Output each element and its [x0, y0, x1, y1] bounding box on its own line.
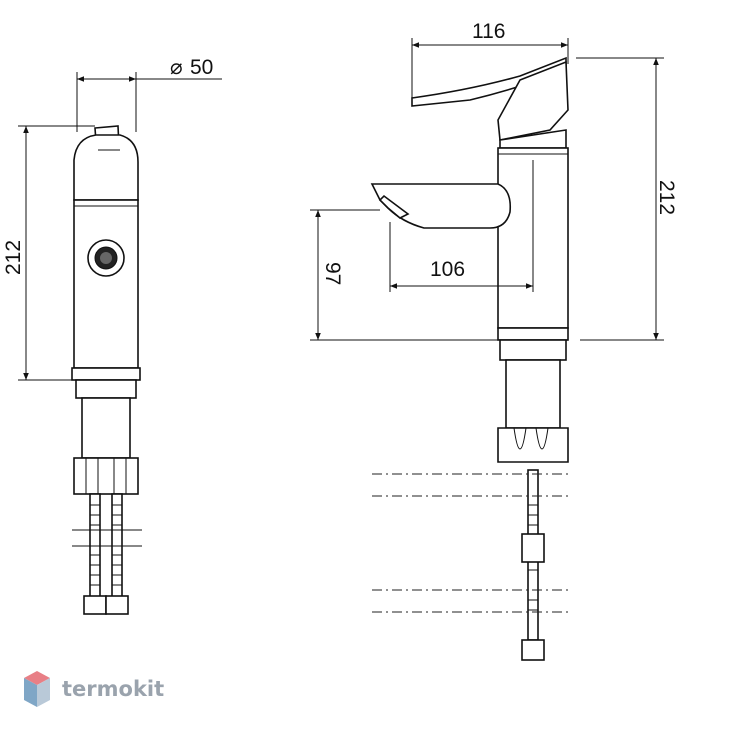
- spout-reach-label: 106: [430, 258, 465, 281]
- diameter-label: 50: [190, 56, 213, 79]
- side-view: ⌀ 50 212: [2, 56, 222, 615]
- hexagon-logo-icon: [24, 671, 50, 707]
- logo-text: termokit: [62, 677, 164, 701]
- spout-height-label: 97: [321, 262, 344, 285]
- left-height-label: 212: [2, 240, 25, 275]
- termokit-logo: termokit: [24, 671, 164, 707]
- top-width-label: 116: [472, 20, 505, 43]
- right-height-label: 212: [655, 180, 678, 215]
- front-view: 116 212 97 106: [310, 20, 678, 661]
- diameter-symbol-icon: ⌀: [170, 56, 183, 79]
